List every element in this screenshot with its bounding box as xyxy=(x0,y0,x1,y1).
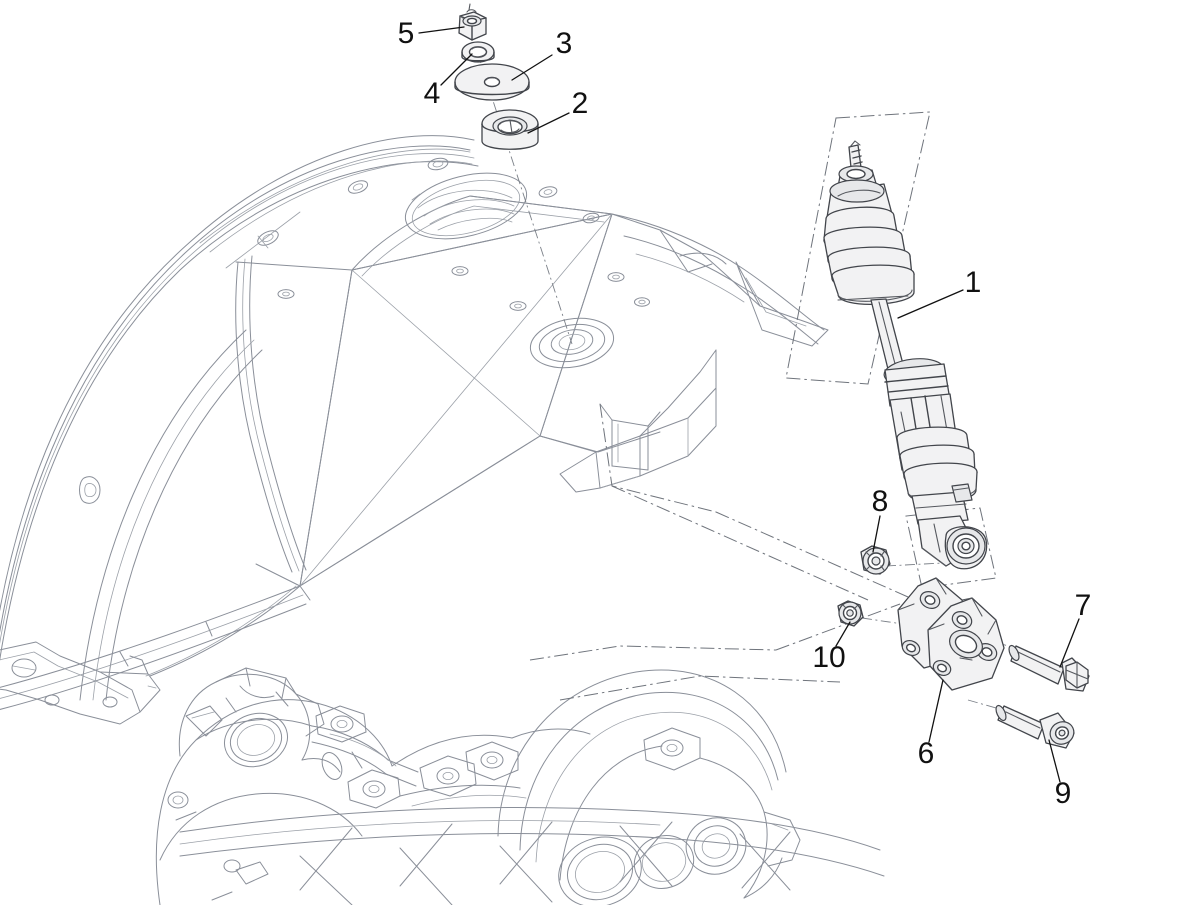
body-frame-panel xyxy=(0,135,829,725)
callout-number-6[interactable]: 6 xyxy=(918,737,935,770)
callout-leader-5 xyxy=(418,26,465,34)
part-1-shock-absorber xyxy=(823,140,988,570)
frame-truss xyxy=(299,821,791,905)
callout-leader-3 xyxy=(511,54,553,81)
callout-number-1[interactable]: 1 xyxy=(965,266,982,299)
compartment-opening xyxy=(404,172,528,240)
callout-number-4[interactable]: 4 xyxy=(424,77,441,110)
engine-crankcase xyxy=(155,667,885,905)
part-3-washer-plate xyxy=(454,63,530,101)
callout-number-8[interactable]: 8 xyxy=(872,485,889,518)
callout-leader-9 xyxy=(1048,739,1061,783)
callout-numbers: 1 2 3 45 6 7 8 9 10 xyxy=(398,17,1092,810)
engine-mount-bosses xyxy=(315,705,701,809)
part-6-mounting-bracket xyxy=(897,577,1005,691)
part-10-flange-nut xyxy=(837,600,864,627)
callout-leader-6 xyxy=(928,679,944,743)
part-7-hex-flange-bolt xyxy=(1008,644,1090,692)
callout-number-3[interactable]: 3 xyxy=(556,27,573,60)
callout-leader-1 xyxy=(897,289,964,319)
deck-bosses xyxy=(277,186,650,311)
part-8-flange-nut xyxy=(860,545,891,575)
callout-number-10[interactable]: 10 xyxy=(812,641,845,674)
callout-number-7[interactable]: 7 xyxy=(1075,589,1092,622)
callouts-layer: 1 2 3 45 6 7 8 9 10 xyxy=(398,17,1092,810)
callout-leader-8 xyxy=(872,515,881,553)
part-5-lock-nut xyxy=(458,3,487,41)
construction-axes xyxy=(469,29,1025,713)
callout-number-2[interactable]: 2 xyxy=(572,87,589,120)
part-4-spacer-ring xyxy=(461,41,495,63)
shock-mount-turret xyxy=(529,317,615,369)
callout-leader-4 xyxy=(440,53,473,86)
callout-leaders xyxy=(418,26,1080,783)
cylinder-head xyxy=(178,667,341,773)
frame-foot-bracket xyxy=(0,641,161,725)
callout-number-5[interactable]: 5 xyxy=(398,17,415,50)
callout-leader-10 xyxy=(835,621,851,647)
callout-number-9[interactable]: 9 xyxy=(1055,777,1072,810)
callout-leader-7 xyxy=(1059,618,1080,668)
case-bores xyxy=(558,817,747,905)
part-2-rubber-bush xyxy=(481,109,539,150)
part-9-socket-head-bolt xyxy=(995,704,1075,749)
callout-leader-2 xyxy=(527,112,570,134)
